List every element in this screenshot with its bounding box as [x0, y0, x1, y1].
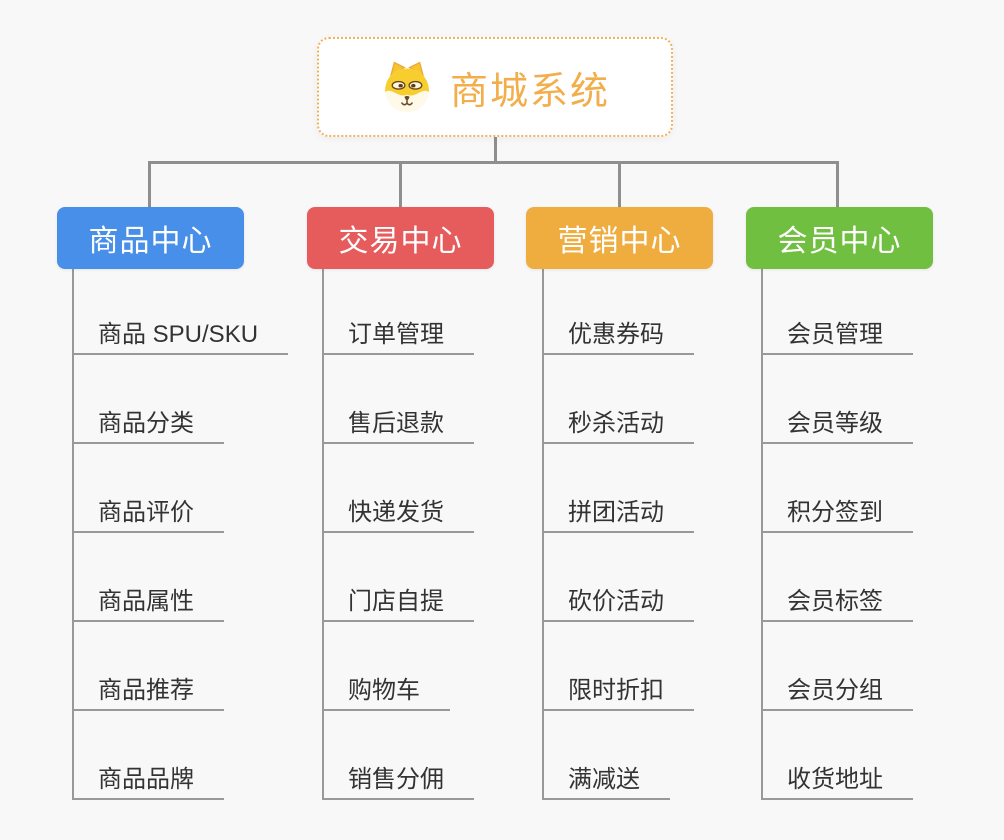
connector-drop-branch2	[399, 161, 402, 208]
child-node[interactable]: 销售分佣	[322, 767, 474, 800]
child-node[interactable]: 订单管理	[322, 322, 474, 355]
branch-label: 会员中心	[777, 225, 902, 258]
connector-horizontal-rail	[148, 161, 839, 164]
connector-spine-branch3	[542, 269, 544, 800]
connector-spine-branch2	[322, 269, 324, 800]
connector-spine-branch4	[761, 269, 763, 800]
connector-root-stub	[494, 136, 497, 163]
branch-node-product-center[interactable]: 商品中心	[57, 207, 244, 269]
child-node[interactable]: 商品属性	[72, 589, 224, 622]
child-node[interactable]: 优惠券码	[542, 322, 694, 355]
connector-drop-branch4	[836, 161, 839, 208]
child-node[interactable]: 砍价活动	[542, 589, 694, 622]
child-node[interactable]: 限时折扣	[542, 678, 694, 711]
child-node[interactable]: 积分签到	[761, 500, 913, 533]
child-node[interactable]: 门店自提	[322, 589, 474, 622]
branch-label: 营销中心	[557, 225, 682, 258]
child-node[interactable]: 收货地址	[761, 767, 913, 800]
connector-drop-branch3	[618, 161, 621, 208]
child-node[interactable]: 商品 SPU/SKU	[72, 322, 289, 355]
child-node[interactable]: 会员管理	[761, 322, 913, 355]
child-node[interactable]: 会员分组	[761, 678, 913, 711]
dog-face-icon	[380, 60, 434, 114]
child-node[interactable]: 快递发货	[322, 500, 474, 533]
branch-label: 交易中心	[338, 225, 463, 258]
child-node[interactable]: 会员标签	[761, 589, 913, 622]
child-node[interactable]: 购物车	[322, 678, 450, 711]
branch-label: 商品中心	[88, 225, 213, 258]
connector-spine-branch1	[72, 269, 74, 800]
child-node[interactable]: 商品推荐	[72, 678, 224, 711]
child-node[interactable]: 满减送	[542, 767, 670, 800]
branch-node-marketing-center[interactable]: 营销中心	[526, 207, 713, 269]
branch-node-member-center[interactable]: 会员中心	[746, 207, 933, 269]
root-title: 商城系统	[449, 70, 610, 113]
connector-drop-branch1	[148, 161, 151, 208]
child-node[interactable]: 商品评价	[72, 500, 224, 533]
child-node[interactable]: 商品品牌	[72, 767, 224, 800]
branch-node-trade-center[interactable]: 交易中心	[307, 207, 494, 269]
child-node[interactable]: 售后退款	[322, 411, 474, 444]
root-node[interactable]: 商城系统	[317, 37, 673, 137]
child-node[interactable]: 会员等级	[761, 411, 913, 444]
child-node[interactable]: 拼团活动	[542, 500, 694, 533]
child-node[interactable]: 商品分类	[72, 411, 224, 444]
child-node[interactable]: 秒杀活动	[542, 411, 694, 444]
